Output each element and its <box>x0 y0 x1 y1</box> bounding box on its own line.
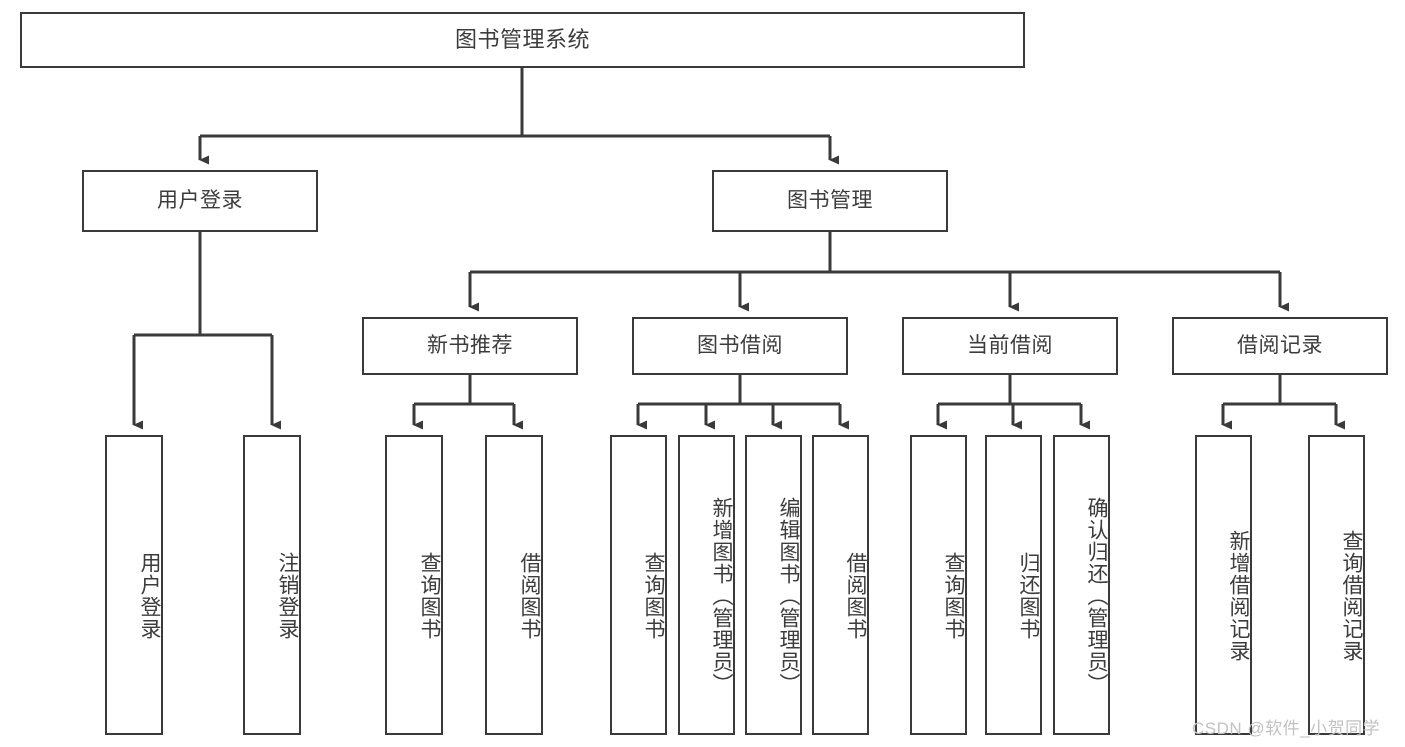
leaf-user-login[interactable]: 用户登录 <box>105 435 163 735</box>
node-root-system[interactable]: 图书管理系统 <box>20 12 1025 68</box>
leaf-confirm-return-admin[interactable]: 确认归还（管理员） <box>1053 435 1110 735</box>
edge-newbookrec-to-leaves <box>412 375 523 430</box>
edge-currentborrow-to-leaves <box>936 375 1090 430</box>
node-book-borrow[interactable]: 图书借阅 <box>632 317 848 375</box>
leaf-logout[interactable]: 注销登录 <box>243 435 301 735</box>
node-new-book-recommend[interactable]: 新书推荐 <box>362 317 578 375</box>
edge-bookmanage-to-level3 <box>468 232 1289 312</box>
edge-borrowrecord-to-leaves <box>1221 375 1345 430</box>
leaf-add-book-admin[interactable]: 新增图书（管理员） <box>678 435 735 735</box>
node-borrow-record[interactable]: 借阅记录 <box>1172 317 1388 375</box>
edge-root-to-level2 <box>198 68 839 165</box>
leaf-add-borrow-record[interactable]: 新增借阅记录 <box>1195 435 1252 735</box>
node-book-management[interactable]: 图书管理 <box>712 170 948 232</box>
leaf-return-book[interactable]: 归还图书 <box>985 435 1042 735</box>
leaf-query-book-recommend[interactable]: 查询图书 <box>385 435 443 735</box>
leaf-query-book-current[interactable]: 查询图书 <box>910 435 967 735</box>
csdn-watermark: CSDN @软件_小贺同学 <box>1192 719 1381 738</box>
node-current-borrow[interactable]: 当前借阅 <box>902 317 1118 375</box>
leaf-query-book-borrow[interactable]: 查询图书 <box>610 435 667 735</box>
leaf-borrow-book[interactable]: 借阅图书 <box>812 435 869 735</box>
leaf-borrow-book-recommend[interactable]: 借阅图书 <box>485 435 543 735</box>
leaf-edit-book-admin[interactable]: 编辑图书（管理员） <box>745 435 802 735</box>
edge-userlogin-to-leaves <box>132 232 281 430</box>
node-user-login[interactable]: 用户登录 <box>82 170 318 232</box>
leaf-query-borrow-record[interactable]: 查询借阅记录 <box>1308 435 1365 735</box>
edge-bookborrow-to-leaves <box>636 375 849 430</box>
